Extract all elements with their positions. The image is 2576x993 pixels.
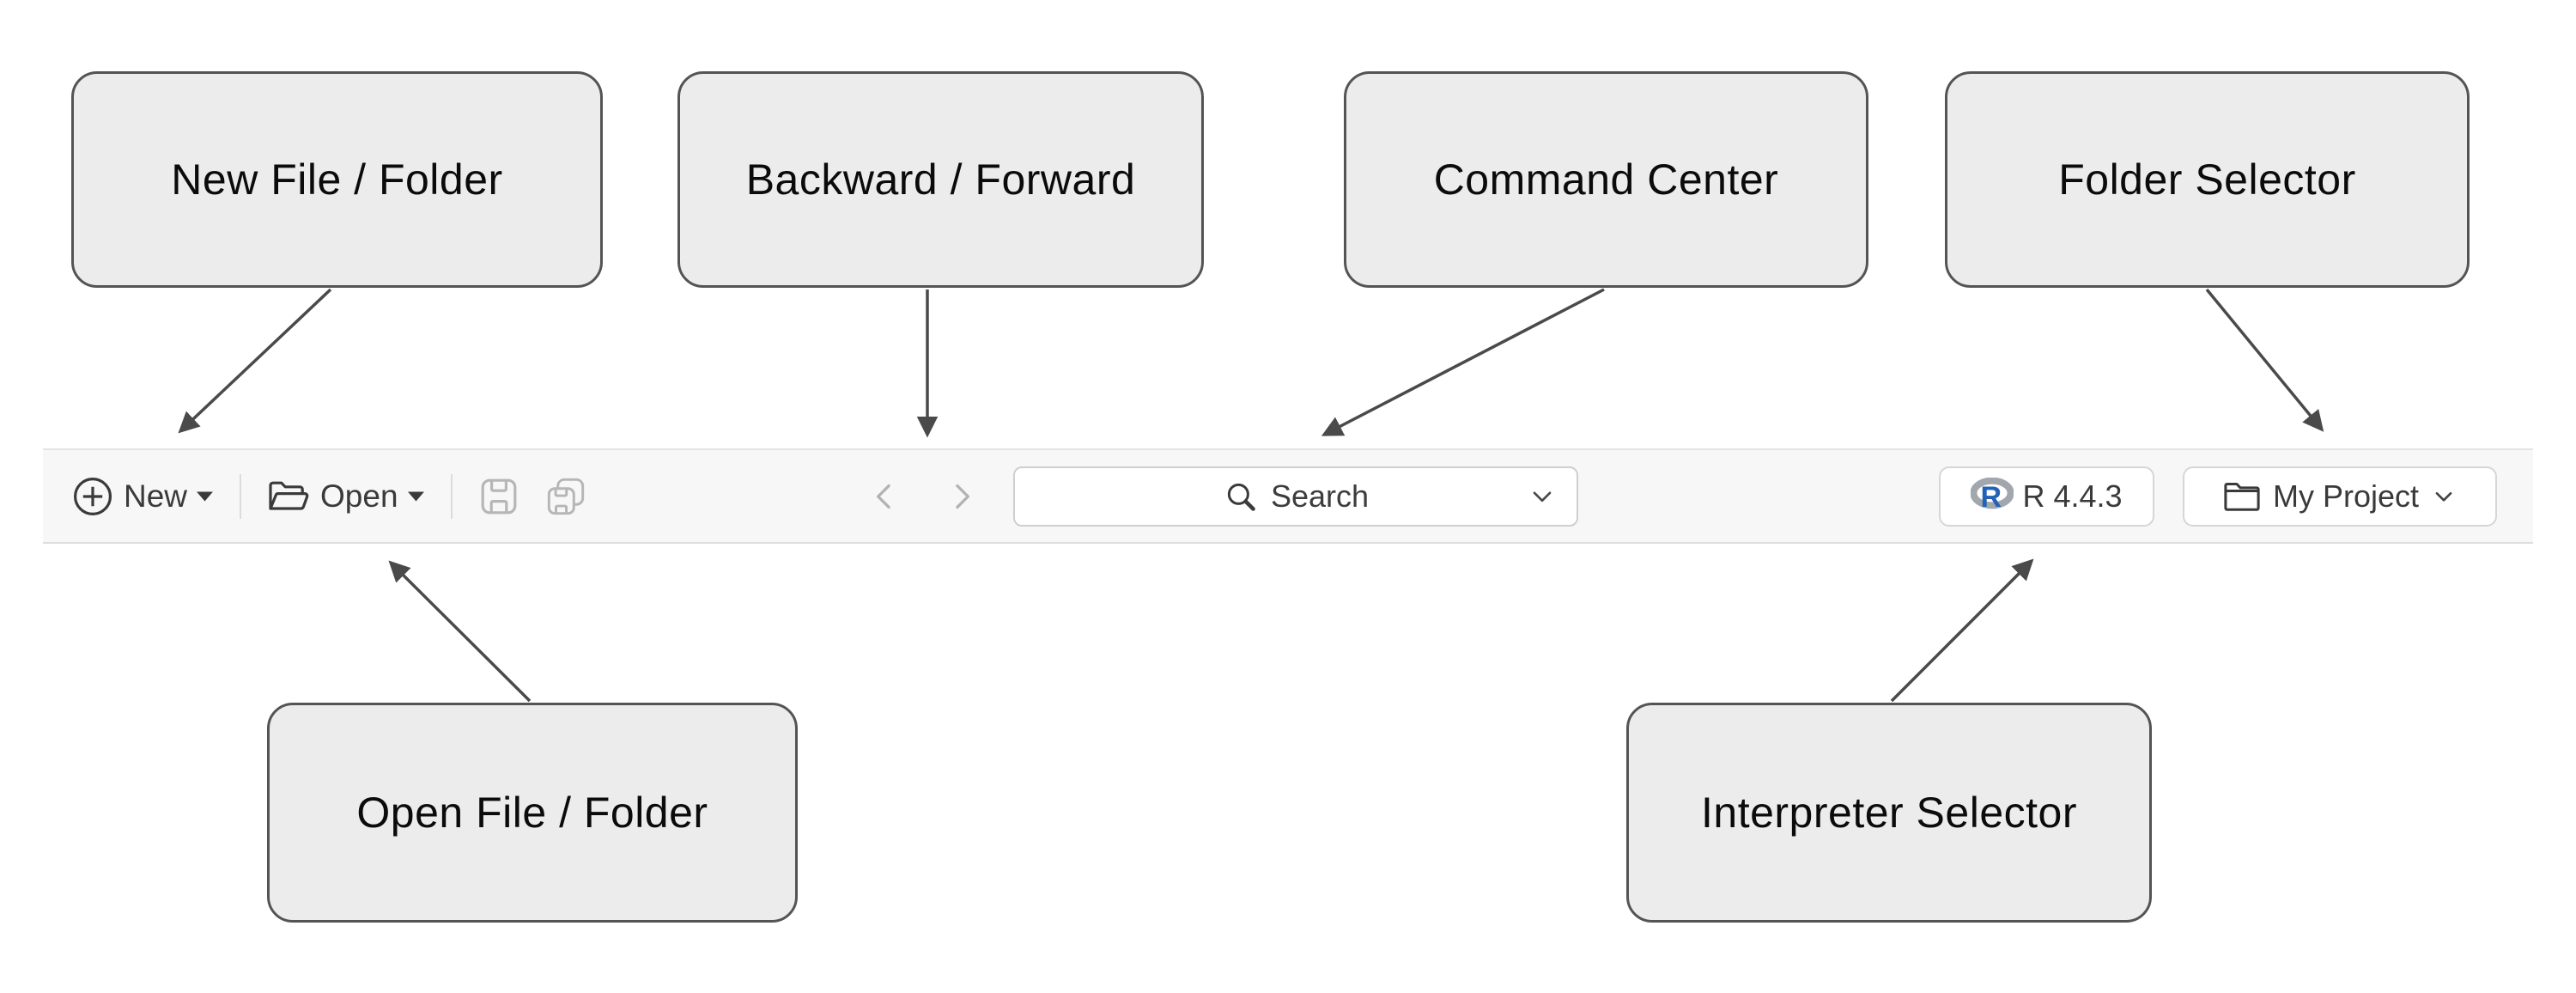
callout-label: Folder Selector [2058, 155, 2356, 204]
toolbar-separator [450, 473, 453, 519]
forward-button[interactable] [943, 478, 981, 515]
search-label: Search [1270, 478, 1370, 514]
save-icon [481, 478, 516, 514]
save-all-icon [547, 478, 584, 515]
callout-new-file-folder: New File / Folder [71, 71, 603, 288]
toolbar-left-group: New Open [72, 450, 588, 542]
chevron-down-icon [1533, 491, 1552, 503]
save-all-button[interactable] [544, 474, 588, 519]
callout-open-file-folder: Open File / Folder [267, 703, 798, 923]
callout-interpreter-selector: Interpreter Selector [1626, 703, 2152, 923]
toolbar: New Open [43, 448, 2533, 544]
new-button[interactable]: New [72, 476, 214, 517]
project-label: My Project [2272, 478, 2420, 514]
folder-icon [2224, 482, 2260, 511]
callout-label: Command Center [1433, 155, 1779, 204]
folder-open-icon [269, 481, 309, 510]
callout-folder-selector: Folder Selector [1945, 71, 2470, 288]
arrow-open-file-folder [388, 560, 532, 703]
project-button[interactable]: My Project [2183, 466, 2497, 527]
plus-circle-icon [74, 477, 112, 515]
chevron-right-icon [956, 484, 969, 509]
callout-command-center: Command Center [1344, 71, 1868, 288]
open-button[interactable]: Open [267, 477, 425, 516]
callout-label: New File / Folder [171, 155, 503, 204]
chevron-down-icon [2435, 491, 2452, 502]
r-logo-icon: R [1971, 478, 2014, 515]
search-box[interactable]: Search [1013, 466, 1578, 527]
arrow-new-file-folder [178, 288, 332, 434]
open-button-label: Open [320, 478, 398, 514]
arrow-interpreter-selector [1890, 558, 2034, 703]
new-button-label: New [124, 478, 188, 514]
search-icon [1227, 483, 1255, 511]
chevron-left-icon [877, 484, 890, 509]
callout-backward-forward: Backward / Forward [677, 71, 1204, 288]
caret-down-icon [197, 491, 214, 502]
arrow-command-center [1321, 288, 1605, 436]
arrow-folder-selector [2205, 288, 2324, 432]
caret-down-icon [407, 491, 424, 502]
callout-label: Open File / Folder [356, 789, 708, 837]
r-logo-letter: R [1980, 481, 2002, 514]
toolbar-separator [240, 473, 242, 519]
interpreter-button[interactable]: R R 4.4.3 [1939, 466, 2154, 527]
toolbar-nav-group [866, 450, 981, 542]
interpreter-label: R 4.4.3 [2022, 478, 2123, 514]
callout-label: Backward / Forward [745, 155, 1136, 204]
callout-label: Interpreter Selector [1701, 789, 2077, 837]
save-button[interactable] [478, 476, 519, 517]
back-button[interactable] [866, 478, 903, 515]
